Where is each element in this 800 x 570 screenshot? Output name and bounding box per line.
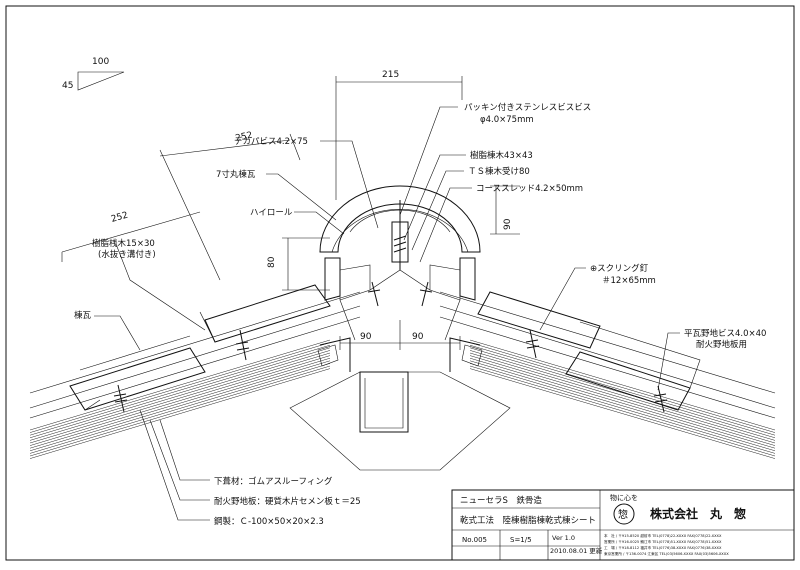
slope-rise-label: 45 xyxy=(62,81,73,91)
callout-labels: パッキン付きステンレスビスビス φ4.0×75mm デカパビス4.2×75 樹脂… xyxy=(74,102,766,527)
right-roof-hatch xyxy=(469,339,776,459)
small-print-3: 東京営業所 / 〒136-0074 江東区 TEL(03)5606-XXXX F… xyxy=(604,551,729,556)
title-number: No.005 xyxy=(462,536,487,544)
right-flat-tiles xyxy=(477,291,701,411)
label-steel-purlin: 鋼製：Ｃ-100×50×20×2.3 xyxy=(214,516,324,527)
title-date: 2010.08.01 更新 xyxy=(550,546,603,555)
label-packing-screw-1: パッキン付きステンレスビスビス xyxy=(464,102,591,113)
dim-90-left: 90 xyxy=(360,332,372,342)
label-ts-ridge: ＴＳ棟木受け80 xyxy=(468,166,530,177)
dim-90-right: 90 xyxy=(412,332,424,342)
label-deca-screw: デカパビス4.2×75 xyxy=(234,136,308,147)
slope-indicator: 100 45 xyxy=(62,57,125,91)
label-resin-batten-1: 樹脂桟木15×30 xyxy=(92,238,155,249)
drawing-border xyxy=(5,5,795,561)
dimension-lines: 215 252 252 80 90 90 90 xyxy=(61,70,520,350)
steel-frame xyxy=(289,299,511,471)
dim-215: 215 xyxy=(382,70,399,80)
title-scale: S=1/5 xyxy=(510,536,532,544)
dim-252-upper: 252 xyxy=(235,131,254,144)
company-seal-char: 惣 xyxy=(618,508,628,521)
left-roof-hatch xyxy=(29,339,331,459)
label-scring-nail-2: ＃12×65mm xyxy=(602,276,656,286)
label-resin-batten-2: (水抜き溝付き) xyxy=(98,249,156,260)
label-fire-board: 耐火野地板：硬質木片セメン板ｔ＝25 xyxy=(214,496,361,507)
label-flat-tile-screw-1: 平瓦野地ビス4.0×40 xyxy=(684,328,766,339)
label-ridge-tile: 棟瓦 xyxy=(74,310,92,321)
label-flat-tile-screw-2: 耐火野地板用 xyxy=(696,339,747,350)
title-project: ニューセラS 鉄骨造 xyxy=(460,495,542,506)
dim-80: 80 xyxy=(267,256,277,268)
title-drawing: 乾式工法 陸棟樹脂棟乾式棟シート xyxy=(460,515,596,526)
company-tag: 物に心を xyxy=(610,493,638,502)
title-block: ニューセラS 鉄骨造 乾式工法 陸棟樹脂棟乾式棟シート No.005 S=1/5… xyxy=(451,489,795,561)
title-version: Ver 1.0 xyxy=(552,534,575,542)
small-print-1: 営業所 / 〒916-0025 鯖江市 TEL(0778)51-XXXX FAX… xyxy=(604,539,722,544)
label-high-roll: ハイロール xyxy=(250,208,293,218)
roof-slope-lines xyxy=(29,291,776,419)
label-underlay: 下葺材：ゴムアスルーフィング xyxy=(214,476,333,487)
small-print-0: 本 社 / 〒915-8520 越前市 TEL(0778)22-XXXX FAX… xyxy=(604,533,722,538)
label-resin-ridge-43: 樹脂棟木43×43 xyxy=(470,150,533,161)
center-screw xyxy=(393,200,407,270)
label-ridge-tile-7: 7寸丸棟瓦 xyxy=(216,169,256,180)
dim-90: 90 xyxy=(503,218,513,230)
leader-lines xyxy=(94,106,680,521)
company-seal-icon xyxy=(613,503,635,525)
small-print-2: 工 場 / 〒918-8112 福井市 TEL(0776)38-XXXX FAX… xyxy=(604,545,722,550)
label-course-thread: コーススレッド4.2×50mm xyxy=(476,184,583,194)
dim-252-lower: 252 xyxy=(110,211,129,225)
slope-run-label: 100 xyxy=(92,57,109,67)
label-scring-nail-1: ⊕スクリング釘 xyxy=(590,263,649,274)
left-flat-tiles xyxy=(69,284,331,411)
company-name: 株式会社 丸 惣 xyxy=(650,506,746,521)
slope-screws xyxy=(113,281,668,413)
label-packing-screw-2: φ4.0×75mm xyxy=(480,115,534,125)
